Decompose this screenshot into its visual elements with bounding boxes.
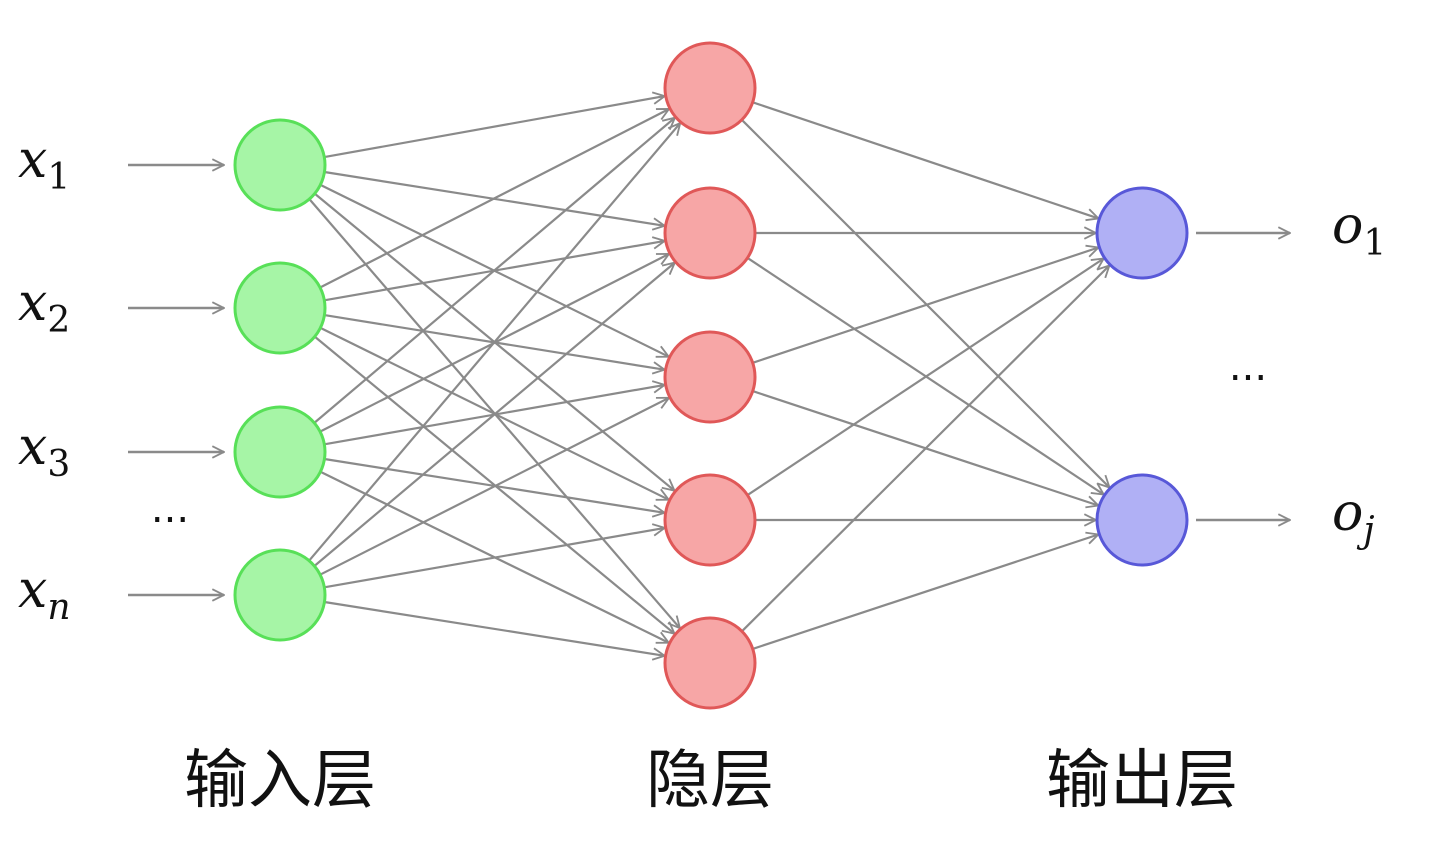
output-node-2 [1095,473,1189,567]
edge-hidden-5-output-2 [752,535,1099,650]
input-node-2 [233,261,327,355]
hidden-node-4 [663,473,757,567]
edge-hidden-5-output-1 [741,266,1110,633]
variable-labels: x1 x2 x3 xn o1 oj [18,130,1386,628]
output-layer-label: 输出层 [1046,744,1238,818]
input-node-3 [233,405,327,499]
edge-hidden-4-output-1 [746,259,1104,497]
input-layer-label: 输入层 [184,744,376,818]
edge-input-3-hidden-1 [313,118,675,424]
connection-edges [308,96,1110,656]
input-node-1 [233,118,327,212]
input-variable-label-2: x2 [18,273,70,341]
input-variable-label-3: x3 [18,417,70,485]
input-ellipsis: ... [151,486,189,532]
output-variable-label-1: o1 [1332,196,1386,264]
edge-input-4-hidden-3 [319,396,669,576]
hidden-layer-label: 隐层 [646,744,774,818]
edge-hidden-1-output-2 [741,119,1110,488]
edge-hidden-3-output-1 [752,248,1099,364]
edge-input-4-hidden-2 [313,263,674,567]
edge-hidden-1-output-1 [752,101,1099,218]
output-ellipsis: ... [1229,344,1267,390]
hidden-node-3 [663,330,757,424]
hidden-node-5 [663,616,757,710]
edge-input-1-hidden-1 [324,96,664,159]
io-arrows [128,165,1290,595]
input-node-4 [233,548,327,642]
input-variable-label-4: xn [18,560,71,628]
neuron-nodes [233,41,1189,710]
edge-input-4-hidden-5 [324,600,664,656]
output-node-1 [1095,186,1189,280]
edge-input-2-hidden-1 [319,108,669,289]
input-variable-label-1: x1 [18,130,70,198]
output-variable-label-2: oj [1332,483,1374,551]
edge-input-4-hidden-4 [324,528,664,589]
hidden-node-1 [663,41,757,135]
edge-input-4-hidden-1 [308,123,680,562]
hidden-node-2 [663,186,757,280]
